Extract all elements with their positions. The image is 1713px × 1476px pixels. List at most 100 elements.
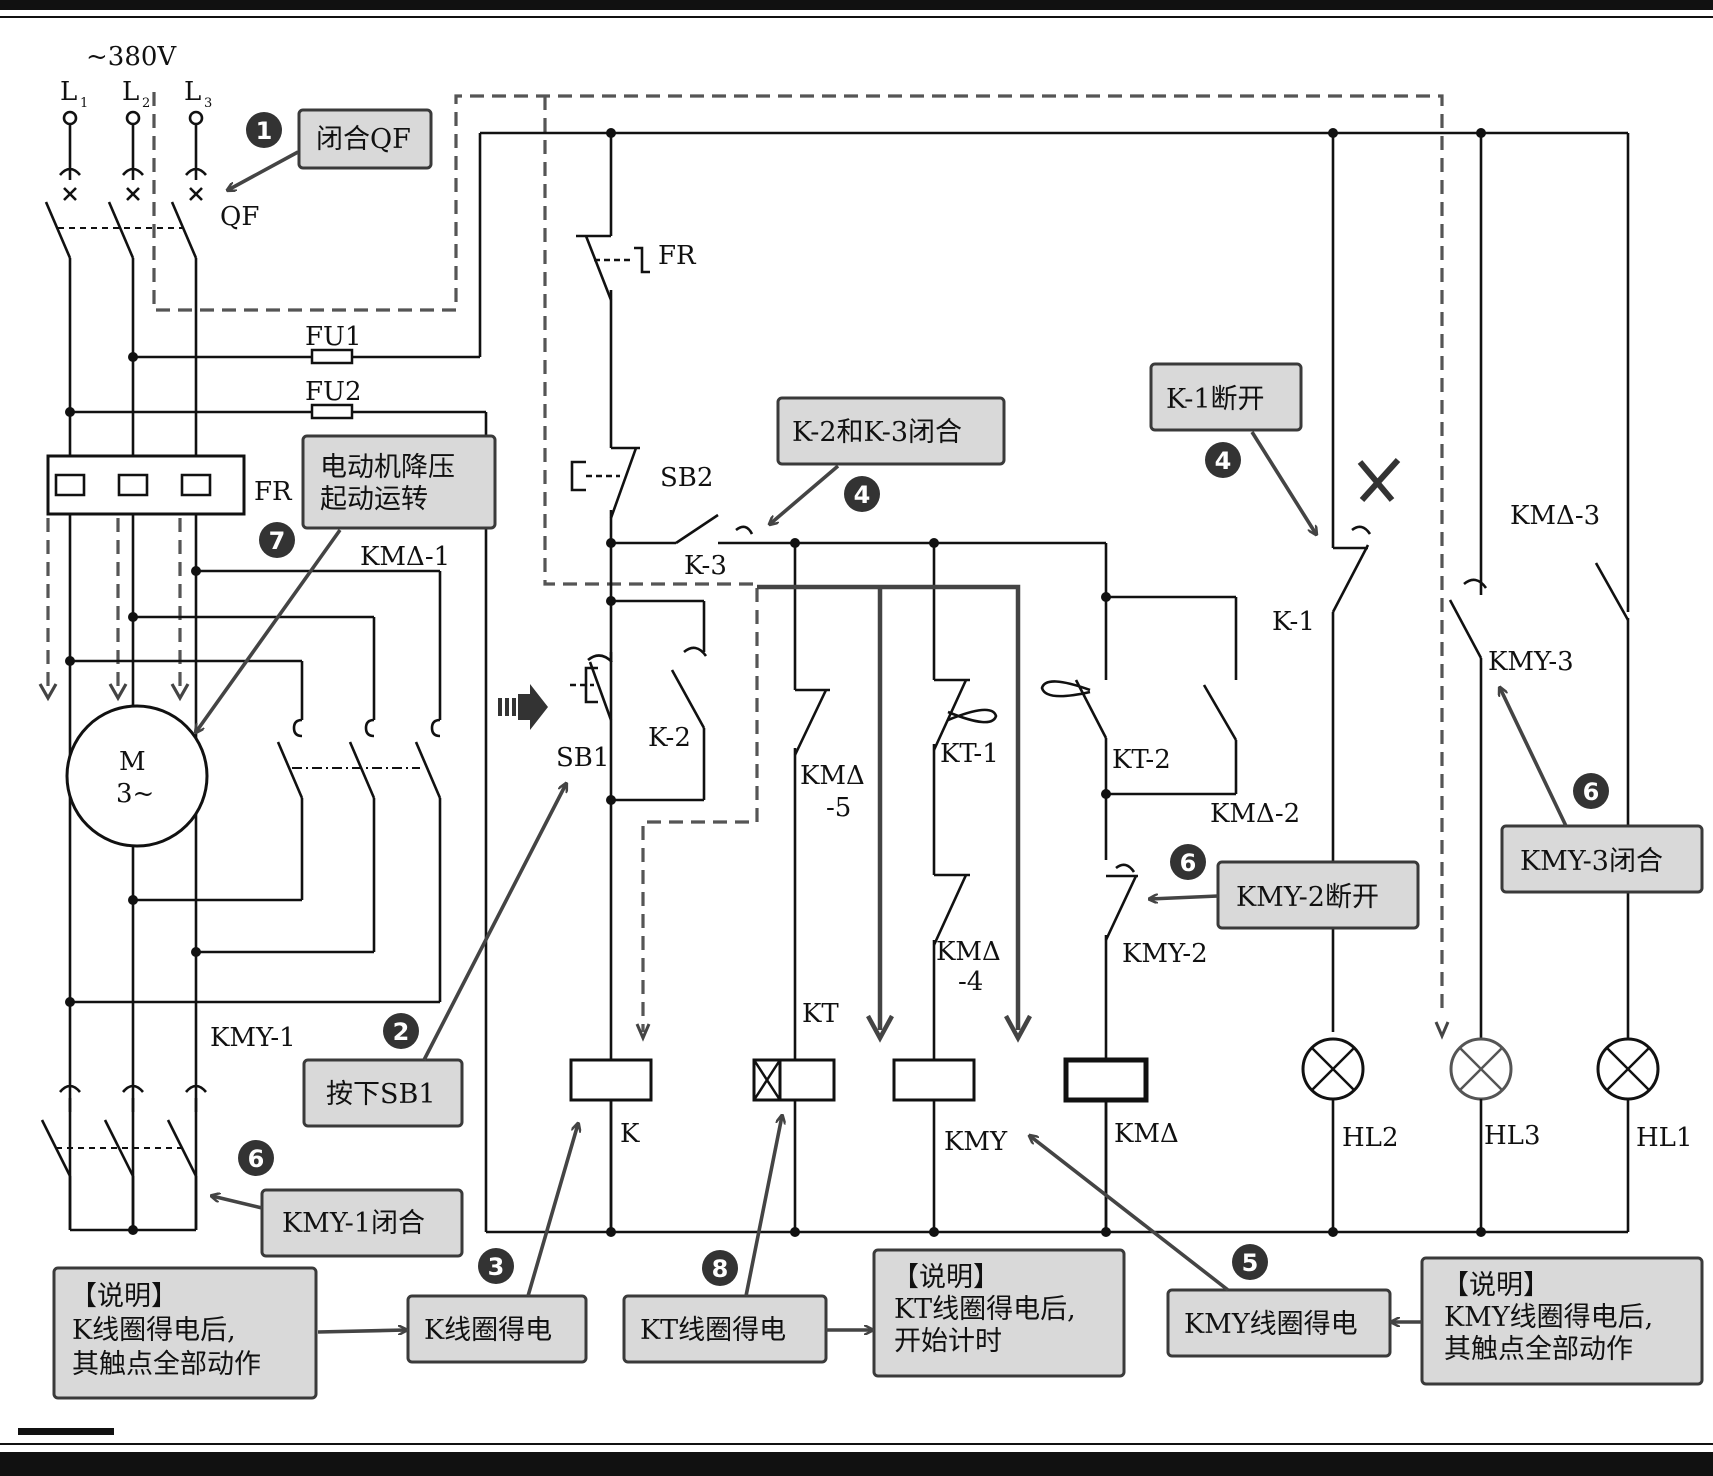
label-l3: L	[184, 77, 201, 107]
fu1-fuse	[310, 348, 354, 365]
label-km-d-4b: -4	[958, 967, 983, 997]
label-sb2: SB2	[660, 463, 713, 493]
step-2: 2	[393, 1018, 410, 1046]
note-kmy-coil-title: 【说明】	[1442, 1270, 1550, 1301]
label-km-d-3: KMΔ-3	[1510, 501, 1600, 531]
label-km-d-5a: KMΔ	[800, 761, 865, 791]
callout-kmy1-close	[260, 1188, 464, 1258]
step-6a: 6	[248, 1145, 265, 1173]
label-fu1: FU1	[305, 322, 362, 352]
label-km-d-1: KMΔ-1	[360, 542, 450, 572]
terminal-l3	[188, 110, 204, 126]
label-voltage: ~380V	[86, 42, 177, 72]
step-6c: 6	[1583, 778, 1600, 806]
label-l2: L	[122, 77, 139, 107]
callout-k2-k3	[776, 396, 1006, 466]
step-8: 8	[712, 1255, 729, 1283]
label-hl3: HL3	[1484, 1121, 1540, 1151]
label-kt-1: KT-1	[940, 739, 999, 769]
bottom-border	[0, 1452, 1713, 1476]
label-coil-kmd: KMΔ	[1114, 1119, 1179, 1149]
label-hl2: HL2	[1342, 1123, 1398, 1153]
label-l2-sub: 2	[142, 96, 150, 111]
callout-k1-open	[1149, 362, 1303, 432]
note-k-coil-title: 【说明】	[70, 1281, 178, 1312]
label-k-2: K-2	[648, 723, 691, 753]
step-7: 7	[269, 527, 286, 555]
callout-kmy3-close	[1500, 824, 1704, 894]
label-kmy-1: KMY-1	[210, 1023, 296, 1053]
coil-kmy	[892, 1058, 976, 1102]
callout-close-qf	[297, 108, 433, 170]
coil-k	[569, 1058, 653, 1102]
callout-kmy3-close-text: KMY-3闭合	[1520, 846, 1663, 877]
motor	[65, 704, 209, 848]
label-sb1: SB1	[556, 743, 609, 773]
callout-k1-open-text: K-1断开	[1166, 384, 1265, 415]
label-km-d-4a: KMΔ	[936, 937, 1001, 967]
note-kmy-coil-line1: KMY线圈得电后,	[1444, 1302, 1653, 1333]
note-k-coil	[52, 1266, 318, 1400]
label-fu2: FU2	[305, 377, 362, 407]
callout-motor-run-line2: 起动运转	[320, 484, 428, 515]
label-coil-k: K	[620, 1119, 640, 1149]
label-l3-sub: 3	[204, 96, 212, 111]
label-kt: KT	[802, 999, 839, 1029]
label-fr-ctrl: FR	[658, 241, 697, 271]
label-l1: L	[60, 77, 77, 107]
k1-open-mark-icon	[1357, 457, 1401, 503]
callout-press-sb1	[302, 1058, 464, 1128]
label-coil-kmy: KMY	[944, 1127, 1008, 1157]
callout-press-sb1-text: 按下SB1	[326, 1079, 436, 1110]
label-kmy-3: KMY-3	[1488, 647, 1574, 677]
label-fr: FR	[254, 477, 293, 507]
terminal-l1	[62, 110, 78, 126]
label-k-1: K-1	[1272, 607, 1315, 637]
callout-kmy1-close-text: KMY-1闭合	[282, 1208, 425, 1239]
callout-kmy2-open-text: KMY-2断开	[1236, 882, 1379, 913]
callout-k-coil-text: K线圈得电	[424, 1315, 552, 1346]
label-km-d-5b: -5	[826, 793, 851, 823]
label-motor: M	[119, 747, 146, 777]
note-k-coil-line2: 其触点全部动作	[72, 1349, 261, 1380]
callout-k2-k3-text: K-2和K-3闭合	[792, 417, 962, 448]
label-k-3: K-3	[684, 551, 727, 581]
step-badges: 1 2 3 4 4 5 6 6 6 7 8	[238, 112, 1609, 1286]
note-kt-coil-line1: KT线圈得电后,	[894, 1294, 1076, 1325]
lamp-hl1	[1596, 1037, 1660, 1101]
label-qf: QF	[220, 202, 259, 232]
power-circuit	[38, 110, 488, 1235]
note-kmy-coil-line2: 其触点全部动作	[1444, 1334, 1633, 1365]
step-3: 3	[488, 1253, 505, 1281]
fu2-fuse	[310, 403, 354, 420]
coil-kmd	[1063, 1057, 1149, 1103]
callout-motor-run	[301, 434, 497, 530]
callout-kt-coil-text: KT线圈得电	[640, 1315, 786, 1346]
step-6b: 6	[1180, 849, 1197, 877]
label-l1-sub: 1	[80, 96, 88, 111]
sb1-energized-path	[543, 96, 759, 1032]
push-arrow-icon	[498, 684, 548, 730]
qf-energized-path	[152, 92, 1444, 1016]
lamp-hl3	[1449, 1037, 1513, 1101]
label-hl1: HL1	[1636, 1123, 1692, 1153]
note-kt-coil	[872, 1248, 1126, 1378]
note-kt-coil-line2: 开始计时	[894, 1326, 1002, 1357]
label-motor-phase: 3~	[116, 779, 154, 809]
top-border	[0, 0, 1713, 10]
label-kt-2: KT-2	[1112, 745, 1171, 775]
terminal-l2	[125, 110, 141, 126]
callout-motor-run-line1: 电动机降压	[320, 452, 455, 483]
step-1: 1	[256, 117, 273, 145]
kmy-flow-path	[757, 584, 1021, 1030]
label-km-d-2: KMΔ-2	[1210, 799, 1300, 829]
step-4b: 4	[1215, 447, 1232, 475]
callout-kmy2-open	[1216, 860, 1420, 930]
lamp-hl2	[1301, 1037, 1365, 1101]
control-circuit	[480, 128, 1660, 1237]
step-5: 5	[1242, 1249, 1259, 1277]
step-4a: 4	[854, 481, 871, 509]
qf-breaker	[44, 167, 207, 259]
